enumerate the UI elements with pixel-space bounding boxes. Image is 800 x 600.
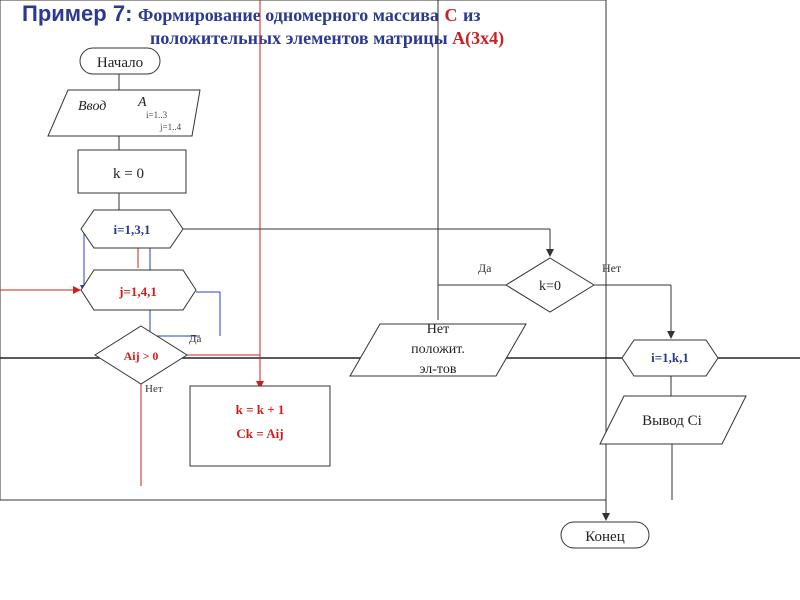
title-label: Пример 7: [22, 1, 133, 26]
end-terminator: Конец [560, 521, 650, 549]
assign-process: k = k + 1 Ck = Aij [189, 385, 331, 467]
loop-i-label: i=1,3,1 [113, 222, 150, 237]
loop-output: i=1,k,1 [621, 339, 719, 377]
cond-no-label: Нет [145, 383, 163, 395]
init-process: k = 0 [77, 149, 187, 194]
condition-label: Aij > 0 [124, 349, 159, 363]
red-connectors [0, 0, 264, 486]
title-matrix: A(3x4) [452, 28, 505, 48]
title-line1-end: из [462, 5, 481, 25]
cond-yes-label: Да [189, 333, 202, 345]
loop-j-label: j=1,4,1 [118, 284, 157, 299]
output-label: Вывод Ci [642, 413, 702, 429]
no-pos-line3: эл-тов [420, 362, 457, 377]
assign-label-1: k = k + 1 [236, 402, 285, 417]
check-yes-label: Да [478, 261, 492, 275]
input-block: Ввод A i=1..3 j=1..4 [47, 89, 201, 137]
assign-label-2: Ck = Aij [236, 426, 283, 441]
check-no-label: Нет [602, 261, 622, 275]
start-label: Начало [97, 55, 143, 71]
input-var: A [137, 95, 147, 110]
no-positive-output: Нет положит. эл-тов [349, 322, 527, 377]
input-label: Ввод [78, 99, 106, 114]
slide-title: Пример 7: Формирование одномерного масси… [22, 2, 622, 49]
loop-output-label: i=1,k,1 [651, 350, 689, 365]
loop-j: j=1,4,1 [80, 269, 197, 311]
no-pos-line2: положит. [411, 342, 465, 357]
input-sub2: j=1..4 [159, 122, 182, 132]
title-array-name: C [444, 5, 458, 25]
start-terminator: Начало [79, 47, 161, 75]
input-sub1: i=1..3 [146, 110, 168, 120]
output-block: Вывод Ci [599, 395, 747, 445]
check-k-zero: k=0 Да Нет [478, 257, 622, 313]
check-label: k=0 [539, 279, 561, 294]
condition-aij: Aij > 0 Да Нет [94, 325, 202, 395]
loop-i: i=1,3,1 [80, 209, 184, 249]
init-label: k = 0 [113, 166, 144, 182]
no-pos-line1: Нет [427, 322, 449, 337]
title-line2: положительных элементов матрицы [150, 28, 448, 48]
title-line1: Формирование одномерного массива [137, 5, 439, 25]
end-label: Конец [585, 529, 624, 545]
